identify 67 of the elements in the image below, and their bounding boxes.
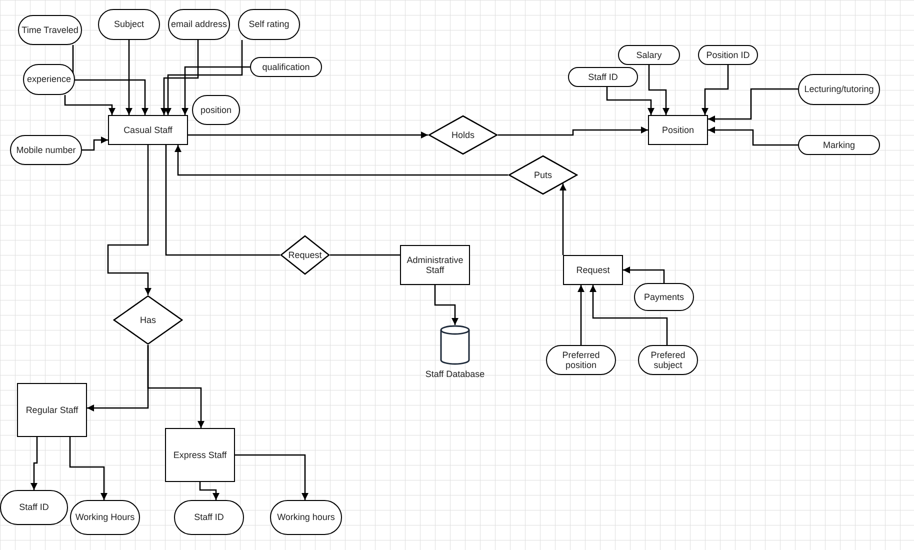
connector-arrow	[30, 437, 38, 490]
node-label: Staff ID	[588, 72, 618, 82]
node-label: Administrative Staff	[406, 254, 464, 276]
connector-arrow	[560, 184, 566, 255]
node-label: Has	[140, 314, 156, 326]
connector-arrow	[107, 145, 152, 295]
relationship-diamond	[508, 155, 578, 195]
node-label: position	[200, 104, 232, 116]
connector-arrow	[72, 45, 148, 115]
connector-arrow	[708, 88, 798, 122]
connector-arrow	[648, 65, 670, 115]
connector-arrow	[606, 87, 654, 115]
node-label: Staff ID	[19, 502, 49, 513]
connector-arrow	[164, 40, 243, 115]
relationship-diamond	[428, 115, 498, 155]
entity-box	[17, 383, 87, 437]
node-label: email address	[170, 19, 228, 30]
node-label: Lecturing/tutoring	[804, 84, 874, 95]
connector-arrow	[82, 136, 108, 151]
node-label: Express Staff	[173, 450, 227, 460]
connector-arrow	[578, 285, 584, 345]
node-label: Salary	[636, 50, 662, 60]
connector-arrow	[590, 285, 668, 345]
node-label: Request	[288, 250, 322, 260]
node-label: Preferred position	[561, 350, 601, 370]
connector-arrow	[702, 65, 729, 115]
entity-box	[108, 115, 188, 145]
node-label: experience	[26, 74, 72, 85]
connector-arrow	[147, 345, 204, 428]
node-label: Holds	[451, 130, 474, 140]
connector-arrow	[69, 437, 108, 500]
connector-arrow	[498, 126, 648, 136]
connector-arrow	[235, 454, 308, 500]
node-label: Position	[662, 124, 694, 136]
node-label: Working hours	[277, 512, 335, 523]
connector-arrow	[126, 40, 132, 115]
node-label: Payments	[644, 292, 684, 302]
node-label: qualification	[262, 62, 310, 72]
entity-box	[165, 428, 235, 482]
connector-arrow	[708, 126, 798, 146]
node-label: Casual Staff	[124, 124, 172, 136]
connector-arrow	[64, 95, 116, 115]
entity-box	[648, 115, 708, 145]
connector-arrow	[623, 266, 665, 283]
relationship-diamond	[280, 235, 330, 275]
connector-arrow	[182, 66, 250, 115]
connector-arrow	[174, 145, 508, 176]
relationship-diamond	[113, 295, 183, 345]
node-label: Working Hours	[75, 512, 135, 523]
connector-arrow	[434, 285, 458, 325]
node-label: Staff Database	[425, 368, 485, 381]
node-label: Prefered subject	[650, 350, 686, 370]
node-label: Mobile number	[16, 144, 76, 156]
node-label: Self rating	[248, 19, 290, 30]
connector-arrow	[160, 40, 199, 115]
connector-arrow	[188, 132, 428, 138]
node-label: Request	[576, 264, 610, 276]
node-label: Subject	[114, 19, 144, 30]
node-label: Regular Staff	[26, 404, 78, 416]
node-label: Time Traveled	[22, 24, 78, 36]
node-label: Staff ID	[194, 512, 224, 523]
node-label: Puts	[534, 170, 552, 180]
node-label: Position ID	[706, 50, 750, 60]
connector-arrow	[199, 482, 220, 500]
entity-box	[400, 245, 470, 285]
node-label: Marking	[822, 140, 855, 150]
entity-box	[563, 255, 623, 285]
